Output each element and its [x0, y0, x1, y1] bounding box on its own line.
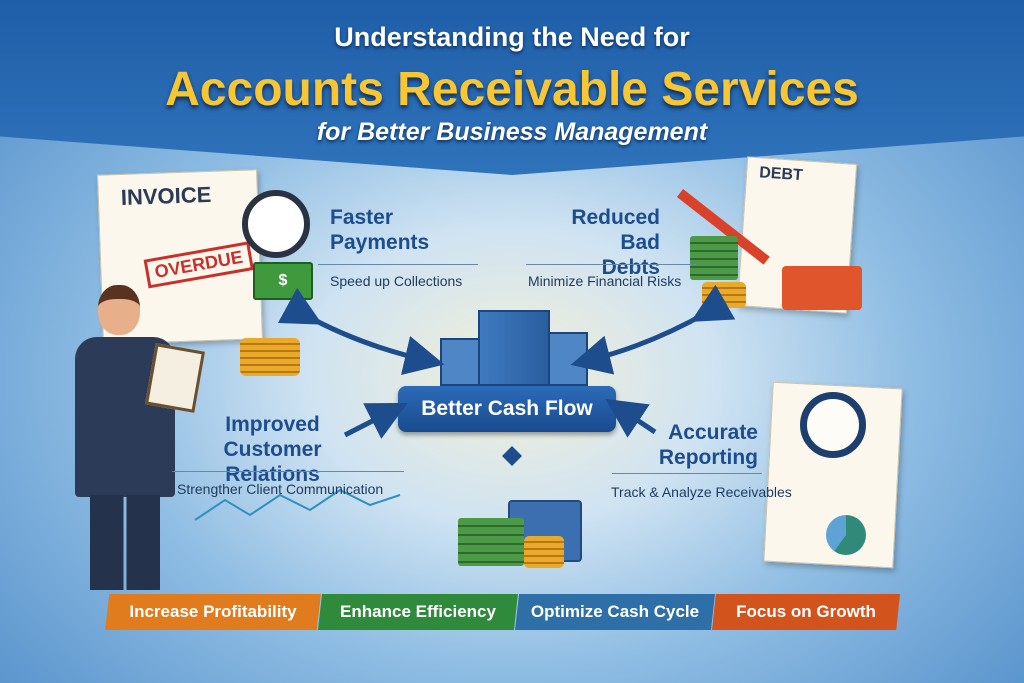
cash-stack-icon [458, 518, 524, 566]
arrow-reporting [605, 398, 657, 438]
title-subtitle: for Better Business Management [316, 118, 708, 146]
divider [318, 264, 478, 265]
benefit-subtext-accurate-reporting: Track & Analyze Receivables [611, 484, 792, 500]
pie-chart-icon [826, 515, 866, 555]
benefit-subtext-customer-relations: Strengther Client Communication [177, 481, 384, 497]
arrow-down [502, 446, 522, 466]
cash-stack-icon [690, 236, 738, 280]
outcome-focus-on-growth: Focus on Growth [712, 594, 900, 630]
arrow-customer-relations [343, 402, 408, 439]
center-node-better-cash-flow: Better Cash Flow [398, 386, 616, 432]
benefit-subtext-reduced-bad-debts: Minimize Financial Risks [528, 273, 682, 289]
benefit-subtext-faster-payments: Speed up Collections [330, 273, 463, 289]
title-line-1: Understanding the Need for [334, 22, 690, 52]
outcome-increase-profitability: Increase Profitability [105, 594, 321, 630]
magnifying-glass-icon [800, 392, 866, 458]
outcome-enhance-efficiency: Enhance Efficiency [318, 594, 518, 630]
arrow-faster-payments [277, 287, 445, 375]
arrow-reduced-bad-debts [570, 284, 736, 375]
coin-stack-icon [524, 536, 564, 568]
wallet-icon [782, 266, 862, 310]
header-band [0, 0, 1024, 175]
divider [526, 264, 696, 265]
trend-line [194, 488, 401, 521]
divider [172, 471, 404, 472]
outcome-optimize-cash-cycle: Optimize Cash Cycle [515, 594, 715, 630]
divider [612, 473, 762, 474]
title-main: Accounts Receivable Services [165, 63, 859, 116]
businessman-figure [70, 285, 206, 590]
clock-icon [242, 190, 310, 258]
